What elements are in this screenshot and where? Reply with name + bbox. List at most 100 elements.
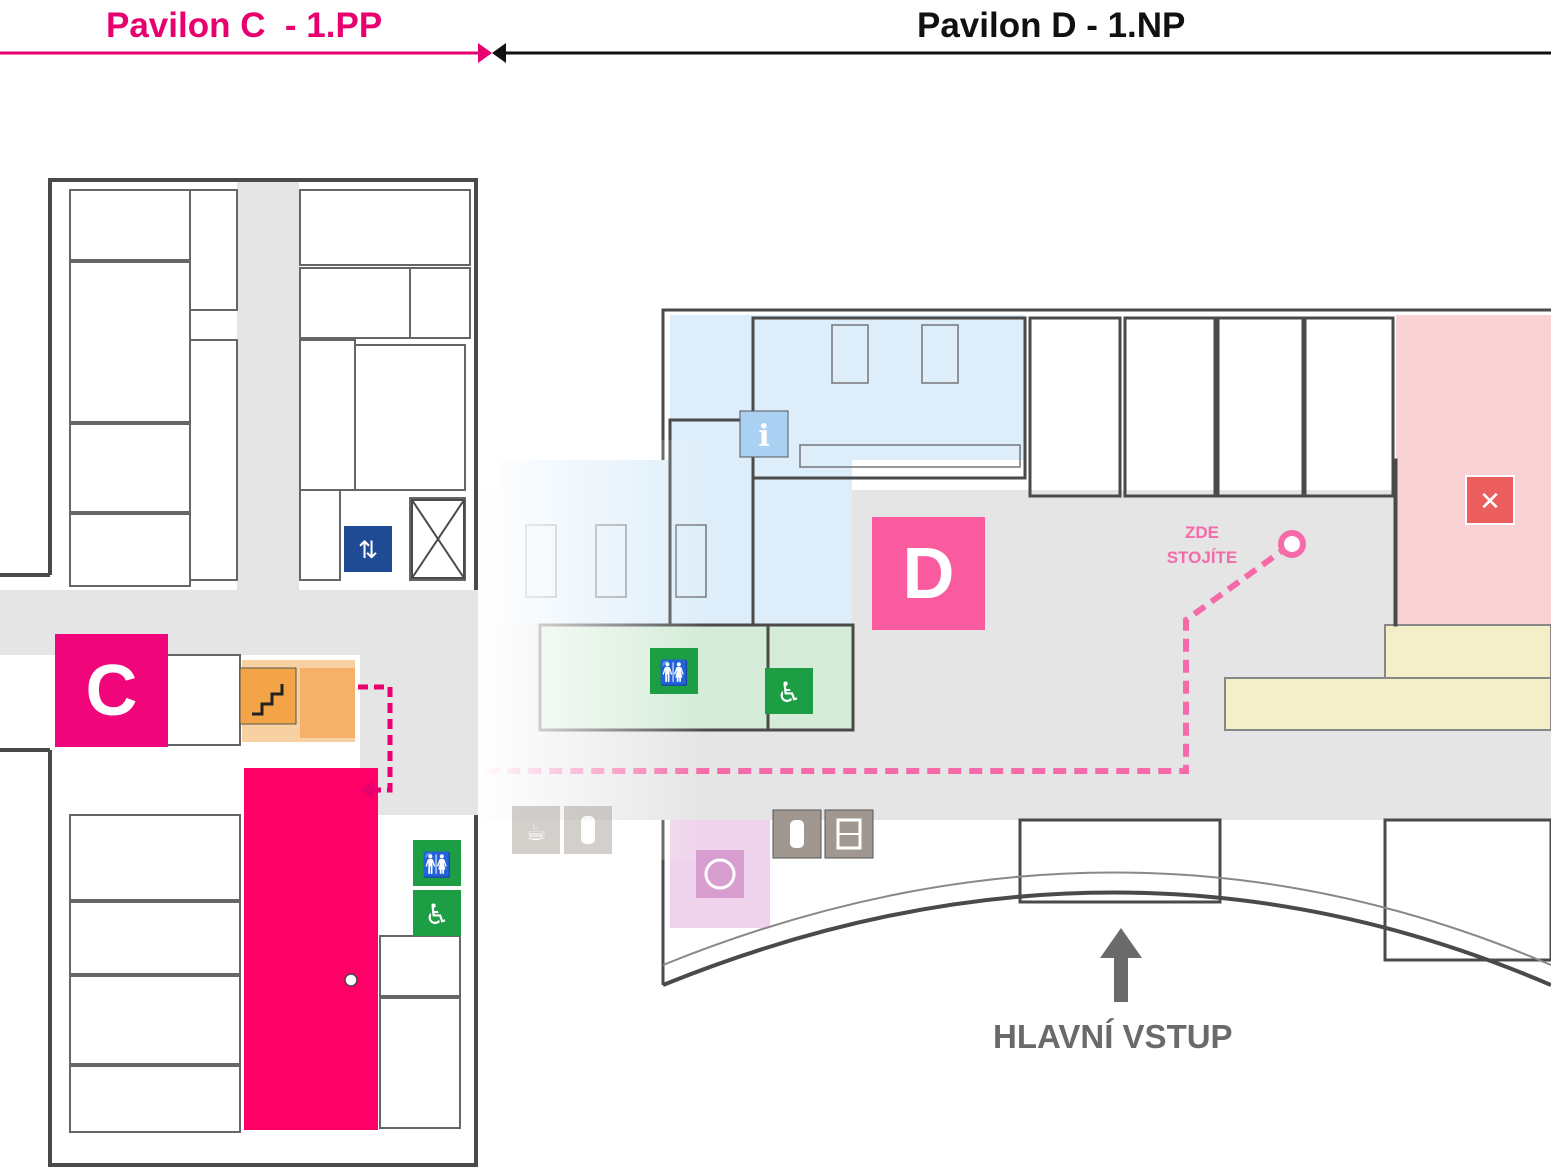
curved-facade-inner <box>662 871 1551 966</box>
baby-bottle-icon <box>564 806 612 854</box>
you-are-here-marker <box>1278 530 1306 558</box>
escalator <box>1384 624 1551 681</box>
highlighted-room <box>244 768 378 1130</box>
pavilion-c-rooms <box>69 189 471 1133</box>
pavilion-c-outer-wall <box>48 178 478 590</box>
stairs-icon <box>239 667 297 725</box>
desk <box>799 444 1021 468</box>
room <box>299 267 411 339</box>
room <box>299 189 471 266</box>
pavilion-c-outer-wall-lower <box>48 750 478 1167</box>
shaft-outline <box>411 499 465 579</box>
restroom-icon: 🚻 <box>650 648 698 694</box>
restroom-icon-bg <box>650 648 698 694</box>
room <box>1383 818 1551 962</box>
elevator-icon: ⇅ <box>344 526 392 572</box>
room <box>1393 458 1398 627</box>
entrance-arrow-shaft <box>1114 950 1128 1002</box>
restaurant-icon-bg <box>1465 475 1515 525</box>
room <box>189 339 238 581</box>
baby-bottle-icon-glyph <box>581 816 595 844</box>
wheelchair-icon-glyph: ♿ <box>424 898 449 931</box>
room <box>299 339 356 491</box>
room <box>409 267 471 339</box>
stairs-icon-glyph <box>252 684 284 716</box>
stairs-steps <box>300 668 355 738</box>
baby-bottle-icon-glyph <box>790 820 804 848</box>
room <box>1123 316 1217 498</box>
route-pavilion-c <box>358 684 393 793</box>
wheelchair-icon: ♿ <box>413 890 461 936</box>
baby-care-icon-bg <box>696 850 744 898</box>
room <box>69 814 241 901</box>
zone-blue-upper <box>670 315 1025 460</box>
shaft-cross <box>411 499 465 579</box>
pavilion-c-arrowhead <box>478 43 492 63</box>
restroom-icon-glyph: 🚻 <box>659 659 689 687</box>
pavilion-c-vertical-corridor <box>237 180 299 590</box>
room <box>1216 316 1305 498</box>
info-icon-bg <box>739 410 789 458</box>
elevator-icon-glyph: ⇅ <box>358 536 378 564</box>
info-icon-glyph: i <box>758 419 769 454</box>
main-entrance-label: HLAVNÍ VSTUP <box>993 1018 1233 1055</box>
wheelchair-icon-bg <box>765 668 813 714</box>
restroom-icon-bg <box>413 840 461 886</box>
you-are-here-label: ZDE STOJÍTE <box>1150 520 1254 570</box>
room <box>69 513 191 587</box>
you-are-here-line-2: STOJÍTE <box>1166 548 1238 567</box>
room <box>379 997 461 1129</box>
chocolate-vending-icon <box>824 809 874 859</box>
room <box>299 489 341 581</box>
cafe-icon: ☕ <box>512 806 560 854</box>
cafe-icon-glyph: ☕ <box>525 818 547 846</box>
room-marker <box>344 973 358 987</box>
room <box>69 261 191 423</box>
baby-bottle-icon <box>772 809 822 859</box>
room <box>69 975 241 1065</box>
baby-care-icon-glyph <box>704 858 736 890</box>
pavilion-d-heading: Pavilon D - 1.NP <box>917 6 1186 45</box>
desk <box>921 324 959 384</box>
route-arrowhead-c <box>360 780 374 800</box>
room <box>751 316 1027 480</box>
pavilion-c-badge: C <box>55 634 168 747</box>
pavilion-c-plan <box>0 178 480 1167</box>
room <box>189 189 238 311</box>
room <box>1028 316 1122 498</box>
room <box>69 423 191 513</box>
baby-bottle-icon-bg <box>564 806 612 854</box>
elevator-icon-bg <box>344 526 392 572</box>
restroom-icon: 🚻 <box>413 840 461 886</box>
wheelchair-icon: ♿ <box>765 668 813 714</box>
pavilion-d-arrowhead <box>492 43 506 63</box>
elevator-shaft <box>411 499 465 579</box>
baby-care-icon <box>696 850 744 898</box>
north-wall <box>661 308 1551 460</box>
zone-restaurant <box>1396 315 1551 625</box>
pavilion-d-badge: D <box>872 517 985 630</box>
escalator <box>1224 677 1551 731</box>
pavilion-c-heading: Pavilon C - 1.PP <box>106 6 383 45</box>
cafe-icon-bg <box>512 806 560 854</box>
room <box>69 189 191 261</box>
restroom-icon-glyph: 🚻 <box>422 851 452 879</box>
room <box>1018 818 1222 904</box>
pavilion-c-east-corridor <box>360 590 480 815</box>
room <box>1303 316 1395 498</box>
room <box>69 901 241 975</box>
stairs-icon-bg <box>239 667 297 725</box>
curved-facade <box>662 890 1551 987</box>
room <box>69 1065 241 1133</box>
restaurant-icon-glyph: ✕ <box>1479 487 1501 517</box>
desk <box>831 324 869 384</box>
entrance-arrow-head <box>1100 928 1142 958</box>
you-are-here-line-1: ZDE <box>1185 523 1219 542</box>
route-pavilion-d <box>486 542 1292 774</box>
wheelchair-icon-glyph: ♿ <box>776 676 801 709</box>
pavilion-direction-lines <box>0 43 1551 63</box>
info-icon: i <box>739 410 789 458</box>
restaurant-icon: ✕ <box>1465 475 1515 525</box>
